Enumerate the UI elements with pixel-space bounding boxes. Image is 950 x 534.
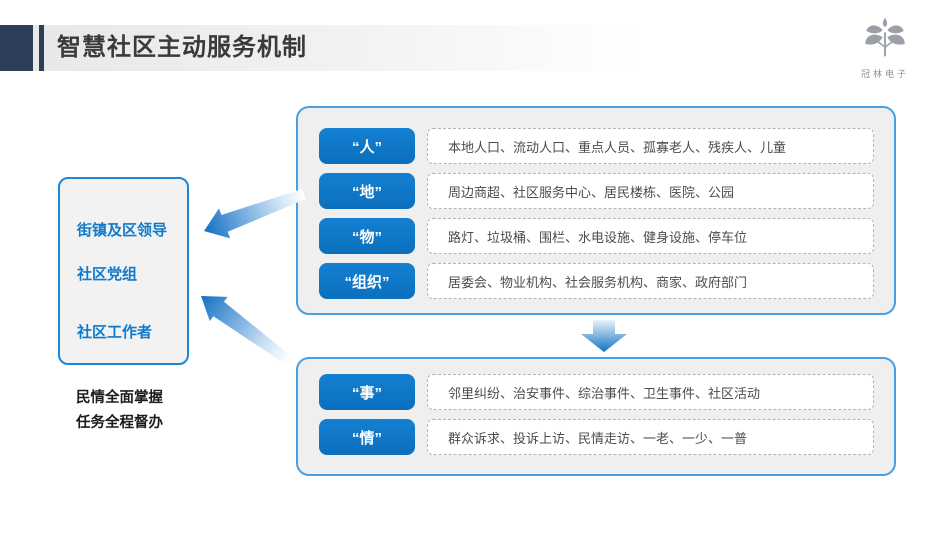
desc-object: 路灯、垃圾桶、围栏、水电设施、健身设施、停车位: [427, 218, 874, 254]
row-object: “物” 路灯、垃圾桶、围栏、水电设施、健身设施、停车位: [319, 218, 874, 254]
row-sentiment: “情” 群众诉求、投诉上访、民情走访、一老、一少、一普: [319, 419, 874, 455]
arrow-top-to-box-icon: [204, 189, 306, 239]
stakeholder-community-workers: 社区工作者: [77, 324, 153, 341]
elements-panel: “人” 本地人口、流动人口、重点人员、孤寡老人、残疾人、儿童 “地” 周边商超、…: [296, 106, 896, 315]
desc-organization: 居委会、物业机构、社会服务机构、商家、政府部门: [427, 263, 874, 299]
caption-text: 民情全面掌握 任务全程督办: [76, 386, 163, 436]
page-title: 智慧社区主动服务机制: [57, 34, 307, 61]
tag-person: “人”: [319, 128, 415, 164]
arrow-down-icon: [581, 320, 627, 352]
tag-organization: “组织”: [319, 263, 415, 299]
desc-sentiment: 群众诉求、投诉上访、民情走访、一老、一少、一普: [427, 419, 874, 455]
stakeholder-street-leaders: 街镇及区领导: [77, 222, 168, 239]
tag-event: “事”: [319, 374, 415, 410]
row-organization: “组织” 居委会、物业机构、社会服务机构、商家、政府部门: [319, 263, 874, 299]
company-logo: 冠林电子: [848, 16, 922, 80]
caption-line-2: 任务全程督办: [76, 415, 163, 431]
desc-place: 周边商超、社区服务中心、居民楼栋、医院、公园: [427, 173, 874, 209]
row-person: “人” 本地人口、流动人口、重点人员、孤寡老人、残疾人、儿童: [319, 128, 874, 164]
stakeholder-party-group: 社区党组: [77, 266, 138, 283]
caption-line-1: 民情全面掌握: [76, 390, 163, 406]
tag-sentiment: “情”: [319, 419, 415, 455]
title-accent-bar: [39, 25, 44, 71]
arrow-bottom-to-box-icon: [201, 296, 291, 364]
events-panel: “事” 邻里纠纷、治安事件、综治事件、卫生事件、社区活动 “情” 群众诉求、投诉…: [296, 357, 896, 476]
row-place: “地” 周边商超、社区服务中心、居民楼栋、医院、公园: [319, 173, 874, 209]
tag-object: “物”: [319, 218, 415, 254]
desc-event: 邻里纠纷、治安事件、综治事件、卫生事件、社区活动: [427, 374, 874, 410]
logo-text: 冠林电子: [860, 69, 909, 79]
title-accent-square: [0, 25, 33, 71]
tag-place: “地”: [319, 173, 415, 209]
desc-person: 本地人口、流动人口、重点人员、孤寡老人、残疾人、儿童: [427, 128, 874, 164]
header-strip: [0, 25, 640, 71]
tree-logo-icon: [848, 16, 922, 64]
stakeholders-box: 街镇及区领导 社区党组 社区工作者: [58, 177, 189, 365]
row-event: “事” 邻里纠纷、治安事件、综治事件、卫生事件、社区活动: [319, 374, 874, 410]
